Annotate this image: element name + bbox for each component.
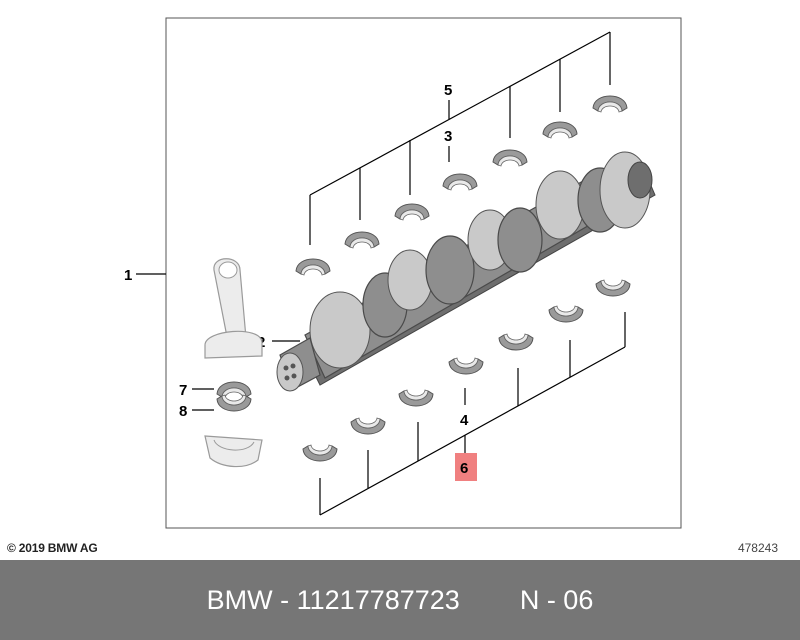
upper-bearing-bracket xyxy=(309,31,611,245)
diagram-number: 478243 xyxy=(737,541,778,555)
part-number-label: BMW - 11217787723 xyxy=(206,584,460,615)
callout-1[interactable]: 1 xyxy=(124,267,132,284)
copyright-text: © 2019 BMW AG xyxy=(7,541,98,555)
diagram-frame xyxy=(165,17,682,529)
callout-5[interactable]: 5 xyxy=(444,82,452,99)
callout-6-highlight xyxy=(455,453,477,481)
connecting-rod[interactable] xyxy=(204,258,263,359)
callout-3[interactable]: 3 xyxy=(444,128,452,145)
callout-6[interactable]: 6 xyxy=(460,460,468,477)
rod-bearing-shell-lower[interactable] xyxy=(216,394,252,412)
callout-4[interactable]: 4 xyxy=(460,412,469,429)
callout-8[interactable]: 8 xyxy=(179,403,187,420)
position-label: N - 06 xyxy=(519,584,594,615)
footer-bar: BMW - 11217787723 N - 06 xyxy=(0,560,800,640)
connecting-rod-cap[interactable] xyxy=(204,435,263,468)
crankshaft[interactable] xyxy=(276,151,656,392)
parts-diagram: 1 5 3 6 4 xyxy=(124,17,682,529)
lower-bearing-bracket xyxy=(319,312,626,516)
callout-7[interactable]: 7 xyxy=(179,382,187,399)
